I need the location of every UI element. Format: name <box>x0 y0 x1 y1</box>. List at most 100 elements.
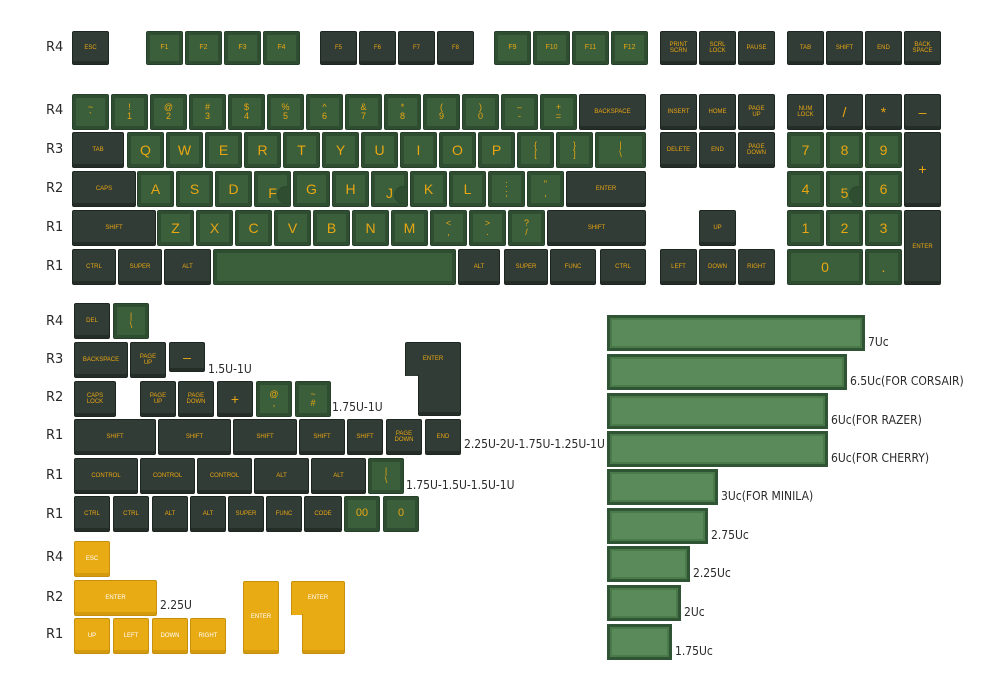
key-alt-15a[interactable]: ALT <box>254 458 309 494</box>
key-tab-extra[interactable]: TAB <box>787 31 824 65</box>
key-f[interactable]: F <box>254 171 291 207</box>
spacebar-bar[interactable] <box>607 393 828 429</box>
key-num-5[interactable]: 5 <box>826 171 863 207</box>
key-8[interactable]: *8 <box>384 94 421 130</box>
key-e[interactable]: E <box>205 132 242 168</box>
key-control-15a[interactable]: CONTROL <box>140 458 195 494</box>
key-f9[interactable]: F9 <box>494 31 531 65</box>
key-control-15b[interactable]: CONTROL <box>197 458 252 494</box>
key-equals[interactable]: += <box>540 94 577 130</box>
key-t[interactable]: T <box>283 132 320 168</box>
key-ctrl-extra2[interactable]: CTRL <box>113 496 149 532</box>
key-num-0[interactable]: 0 <box>787 249 863 285</box>
key-num-enter[interactable]: ENTER <box>904 210 941 285</box>
key-shift-175[interactable]: SHIFT <box>233 419 297 455</box>
key-func-extra[interactable]: FUNC <box>266 496 302 532</box>
spacebar-bar[interactable] <box>607 585 681 621</box>
key-num-divide[interactable]: / <box>826 94 863 130</box>
key-control-175[interactable]: CONTROL <box>74 458 138 494</box>
spacebar-bar[interactable] <box>607 546 690 582</box>
key-num-1[interactable]: 1 <box>787 210 824 246</box>
key-num-9[interactable]: 9 <box>865 132 902 168</box>
key-quote[interactable]: ", <box>527 171 564 207</box>
key-7[interactable]: &7 <box>345 94 382 130</box>
key-backslash-extra2[interactable]: |\ <box>368 458 404 494</box>
key-end-extra[interactable]: END <box>865 31 902 65</box>
key-right-bracket[interactable]: }] <box>556 132 593 168</box>
key-0[interactable]: )0 <box>462 94 499 130</box>
key-f4[interactable]: F4 <box>263 31 300 65</box>
key-arrow-left[interactable]: LEFT <box>660 249 697 285</box>
key-num-multiply[interactable]: * <box>865 94 902 130</box>
key-tab[interactable]: TAB <box>72 132 124 168</box>
key-left-shift[interactable]: SHIFT <box>72 210 156 246</box>
key-q[interactable]: Q <box>127 132 164 168</box>
key-home[interactable]: HOME <box>699 94 736 130</box>
key-shift-1[interactable]: SHIFT <box>347 419 383 455</box>
key-double-zero[interactable]: 00 <box>344 496 380 532</box>
key-r[interactable]: R <box>244 132 281 168</box>
key-delete[interactable]: DELETE <box>660 132 697 168</box>
key-f7[interactable]: F7 <box>398 31 435 65</box>
key-num-plus[interactable]: + <box>904 132 941 207</box>
key-f1[interactable]: F1 <box>146 31 183 65</box>
key-f12[interactable]: F12 <box>611 31 648 65</box>
key-yellow-right[interactable]: RIGHT <box>190 618 226 654</box>
key-period[interactable]: >. <box>469 210 506 246</box>
key-ctrl-extra[interactable]: CTRL <box>74 496 110 532</box>
key-backspace[interactable]: BACKSPACE <box>579 94 646 130</box>
spacebar-bar[interactable] <box>607 624 672 660</box>
key-p[interactable]: P <box>478 132 515 168</box>
key-right-shift[interactable]: SHIFT <box>547 210 646 246</box>
key-6[interactable]: ^6 <box>306 94 343 130</box>
key-minus[interactable]: –- <box>501 94 538 130</box>
key-end-extra2[interactable]: END <box>425 419 461 455</box>
key-z[interactable]: Z <box>157 210 194 246</box>
key-code[interactable]: CODE <box>304 496 342 532</box>
key-right-ctrl[interactable]: CTRL <box>600 249 646 285</box>
key-shift-extra[interactable]: SHIFT <box>826 31 863 65</box>
key-left-alt[interactable]: ALT <box>164 249 211 285</box>
key-num-3[interactable]: 3 <box>865 210 902 246</box>
key-u[interactable]: U <box>361 132 398 168</box>
key-left-super[interactable]: SUPER <box>118 249 162 285</box>
key-alt-extra[interactable]: ALT <box>152 496 188 532</box>
key-slash[interactable]: ?/ <box>508 210 545 246</box>
key-yellow-enter[interactable]: ENTER <box>74 580 157 616</box>
key-plus-extra[interactable]: + <box>217 381 253 417</box>
key-w[interactable]: W <box>166 132 203 168</box>
key-right-super[interactable]: SUPER <box>504 249 548 285</box>
key-f10[interactable]: F10 <box>533 31 570 65</box>
key-insert[interactable]: INSERT <box>660 94 697 130</box>
key-k[interactable]: K <box>410 171 447 207</box>
key-arrow-right[interactable]: RIGHT <box>738 249 775 285</box>
key-num-dot[interactable]: . <box>865 249 902 285</box>
key-l[interactable]: L <box>449 171 486 207</box>
key-a[interactable]: A <box>137 171 174 207</box>
key-arrow-down[interactable]: DOWN <box>699 249 736 285</box>
key-func[interactable]: FUNC <box>550 249 596 285</box>
key-9[interactable]: (9 <box>423 94 460 130</box>
key-caps-lock[interactable]: CAPS <box>72 171 136 207</box>
key-backslash-extra[interactable]: |\ <box>113 303 149 339</box>
key-zero-extra[interactable]: 0 <box>383 496 419 532</box>
key-left-ctrl[interactable]: CTRL <box>72 249 116 285</box>
key-semicolon[interactable]: :; <box>488 171 525 207</box>
key-5[interactable]: %5 <box>267 94 304 130</box>
key-alt-15b[interactable]: ALT <box>311 458 366 494</box>
key-backspace-extra2[interactable]: BACKSPACE <box>74 342 128 378</box>
key-n[interactable]: N <box>352 210 389 246</box>
key-at-extra[interactable]: @, <box>256 381 292 417</box>
key-super-extra[interactable]: SUPER <box>228 496 264 532</box>
key-v[interactable]: V <box>274 210 311 246</box>
key-s[interactable]: S <box>176 171 213 207</box>
key-pause[interactable]: PAUSE <box>738 31 775 65</box>
key-num-8[interactable]: 8 <box>826 132 863 168</box>
key-num-2[interactable]: 2 <box>826 210 863 246</box>
